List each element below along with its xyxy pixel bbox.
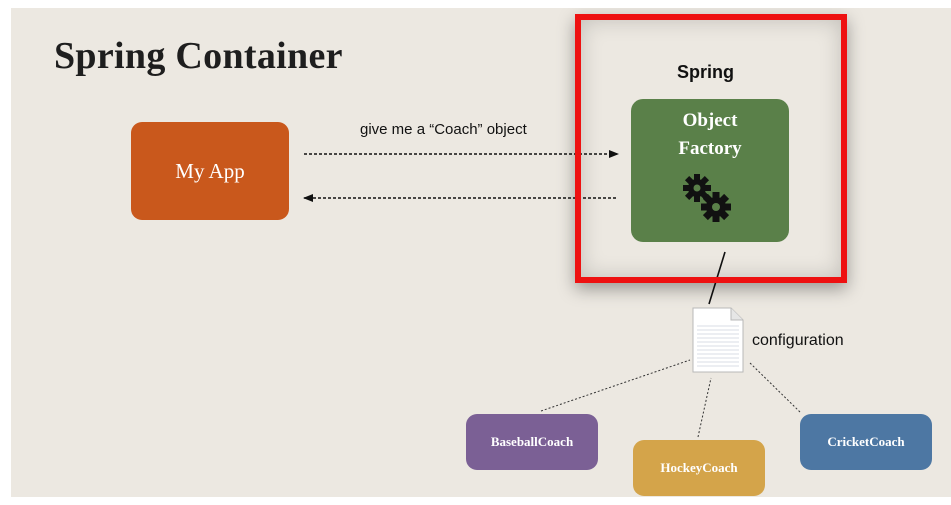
my-app-label: My App [175,158,245,183]
spring-label: Spring [677,62,734,82]
spring-highlight-frame [575,14,847,283]
object-factory-box: Object Factory [631,99,789,242]
slide: Spring Container My App give me a “Coach… [11,8,951,497]
cricket-coach-label: CricketCoach [827,434,905,449]
object-factory-line1: Object [682,110,738,131]
my-app-box: My App [131,122,289,220]
hockey-coach-label: HockeyCoach [660,460,738,475]
cricket-link-line [748,361,801,413]
baseball-coach-label: BaseballCoach [490,434,574,449]
gears-icon [681,171,733,223]
baseball-coach-box: BaseballCoach [466,414,598,470]
slide-title: Spring Container [54,35,343,77]
document-icon [691,306,745,374]
request-message: give me a “Coach” object [360,121,527,138]
object-factory-line2: Factory [678,138,742,159]
hockey-coach-box: HockeyCoach [633,440,765,496]
hockey-link-line [697,377,712,438]
baseball-link-line [540,359,691,412]
object-factory-label: Object Factory [631,107,789,163]
cricket-coach-box: CricketCoach [800,414,932,470]
configuration-label: configuration [752,332,844,349]
